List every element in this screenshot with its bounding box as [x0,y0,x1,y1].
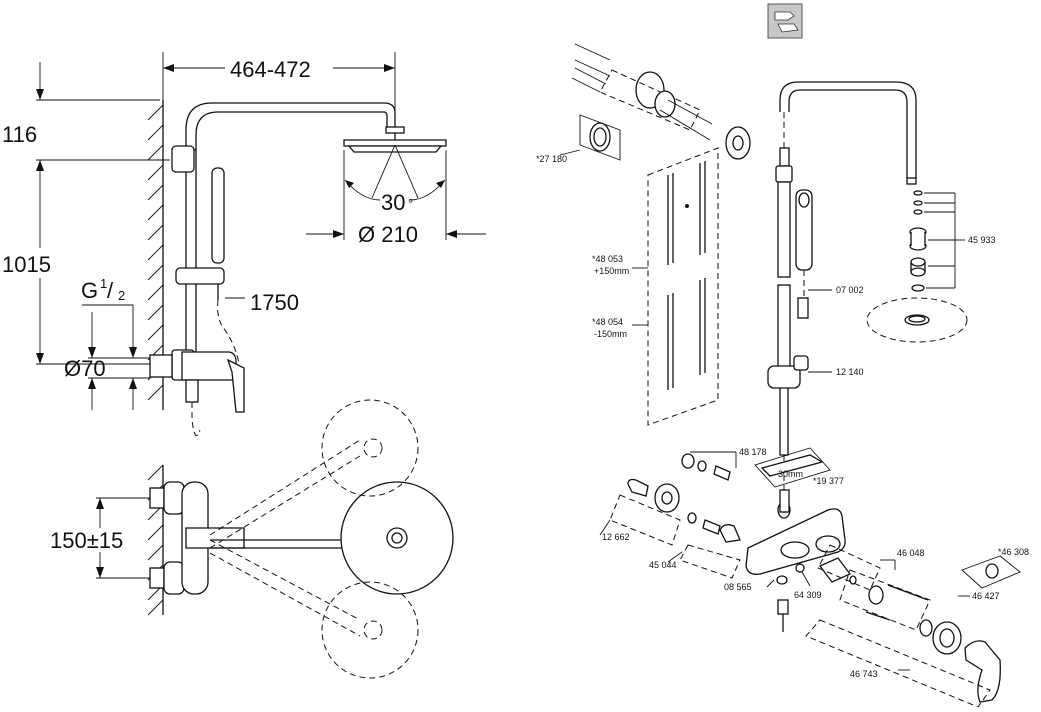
part-46743: 46 743 [850,669,878,679]
part-12662: 12 662 [602,532,630,542]
mixer-lever-side [226,358,245,413]
main-rail-lower [777,284,791,376]
top-plan-view: 150±15 [50,399,454,679]
shower-head-side [343,139,447,147]
angle-unit: ° [408,196,413,211]
mixer-lever [964,640,1001,703]
thread-main-label: G [81,278,98,303]
angle-label: 30 [381,190,405,215]
main-rail-upper [777,181,791,278]
shower-arm [185,102,396,150]
rail-slider [767,365,801,389]
flange-diameter-label: Ø70 [64,356,106,381]
part-19377: *19 377 [813,476,844,486]
part-48053-note: +150mm [594,266,629,276]
hand-shower-side [211,167,225,264]
riser-rail-side [185,149,197,381]
head-diameter-label: Ø 210 [358,222,418,247]
top-height-label: 116 [2,122,37,147]
part-48178: 48 178 [739,447,767,457]
part-48053: *48 053 [592,254,623,264]
part-30mm: 30mm [778,469,803,479]
part-48054: *48 054 [592,317,623,327]
wall-hatch [147,104,164,401]
part-48054-note: -150mm [594,329,627,339]
side-elevation-view: 464-472 30 ° Ø 210 1 [2,52,486,437]
part-12140: 12 140 [836,367,864,377]
svg-text:/: / [107,278,114,303]
thread-den-label: 2 [118,288,125,303]
thread-num-label: 1 [100,276,107,291]
part-46427: 46 427 [972,591,1000,601]
wall-spacing-label: 150±15 [50,528,123,553]
part-45933: 45 933 [968,235,996,245]
exploded-parts-view: *27 180 *48 053 +150mm *48 054 -150mm [536,3,1029,708]
part-27180: *27 180 [536,154,567,164]
part-46308: *46 308 [998,547,1029,557]
rail-extension-panel [647,147,719,426]
mixer-body-side [181,351,237,381]
shower-head-plate [866,297,968,343]
pipe-wrench-icon[interactable] [767,3,803,39]
rail-height-label: 1015 [2,252,51,277]
width-range-label: 464-472 [230,57,311,82]
part-07002: 07 002 [836,285,864,295]
hose-length-label: 1750 [250,290,299,315]
part-64309: 64 309 [794,590,822,600]
part-08565: 08 565 [724,582,752,592]
part-46048: 46 048 [897,548,925,558]
overhead-arm [779,81,917,178]
part-45044: 45 044 [649,560,677,570]
